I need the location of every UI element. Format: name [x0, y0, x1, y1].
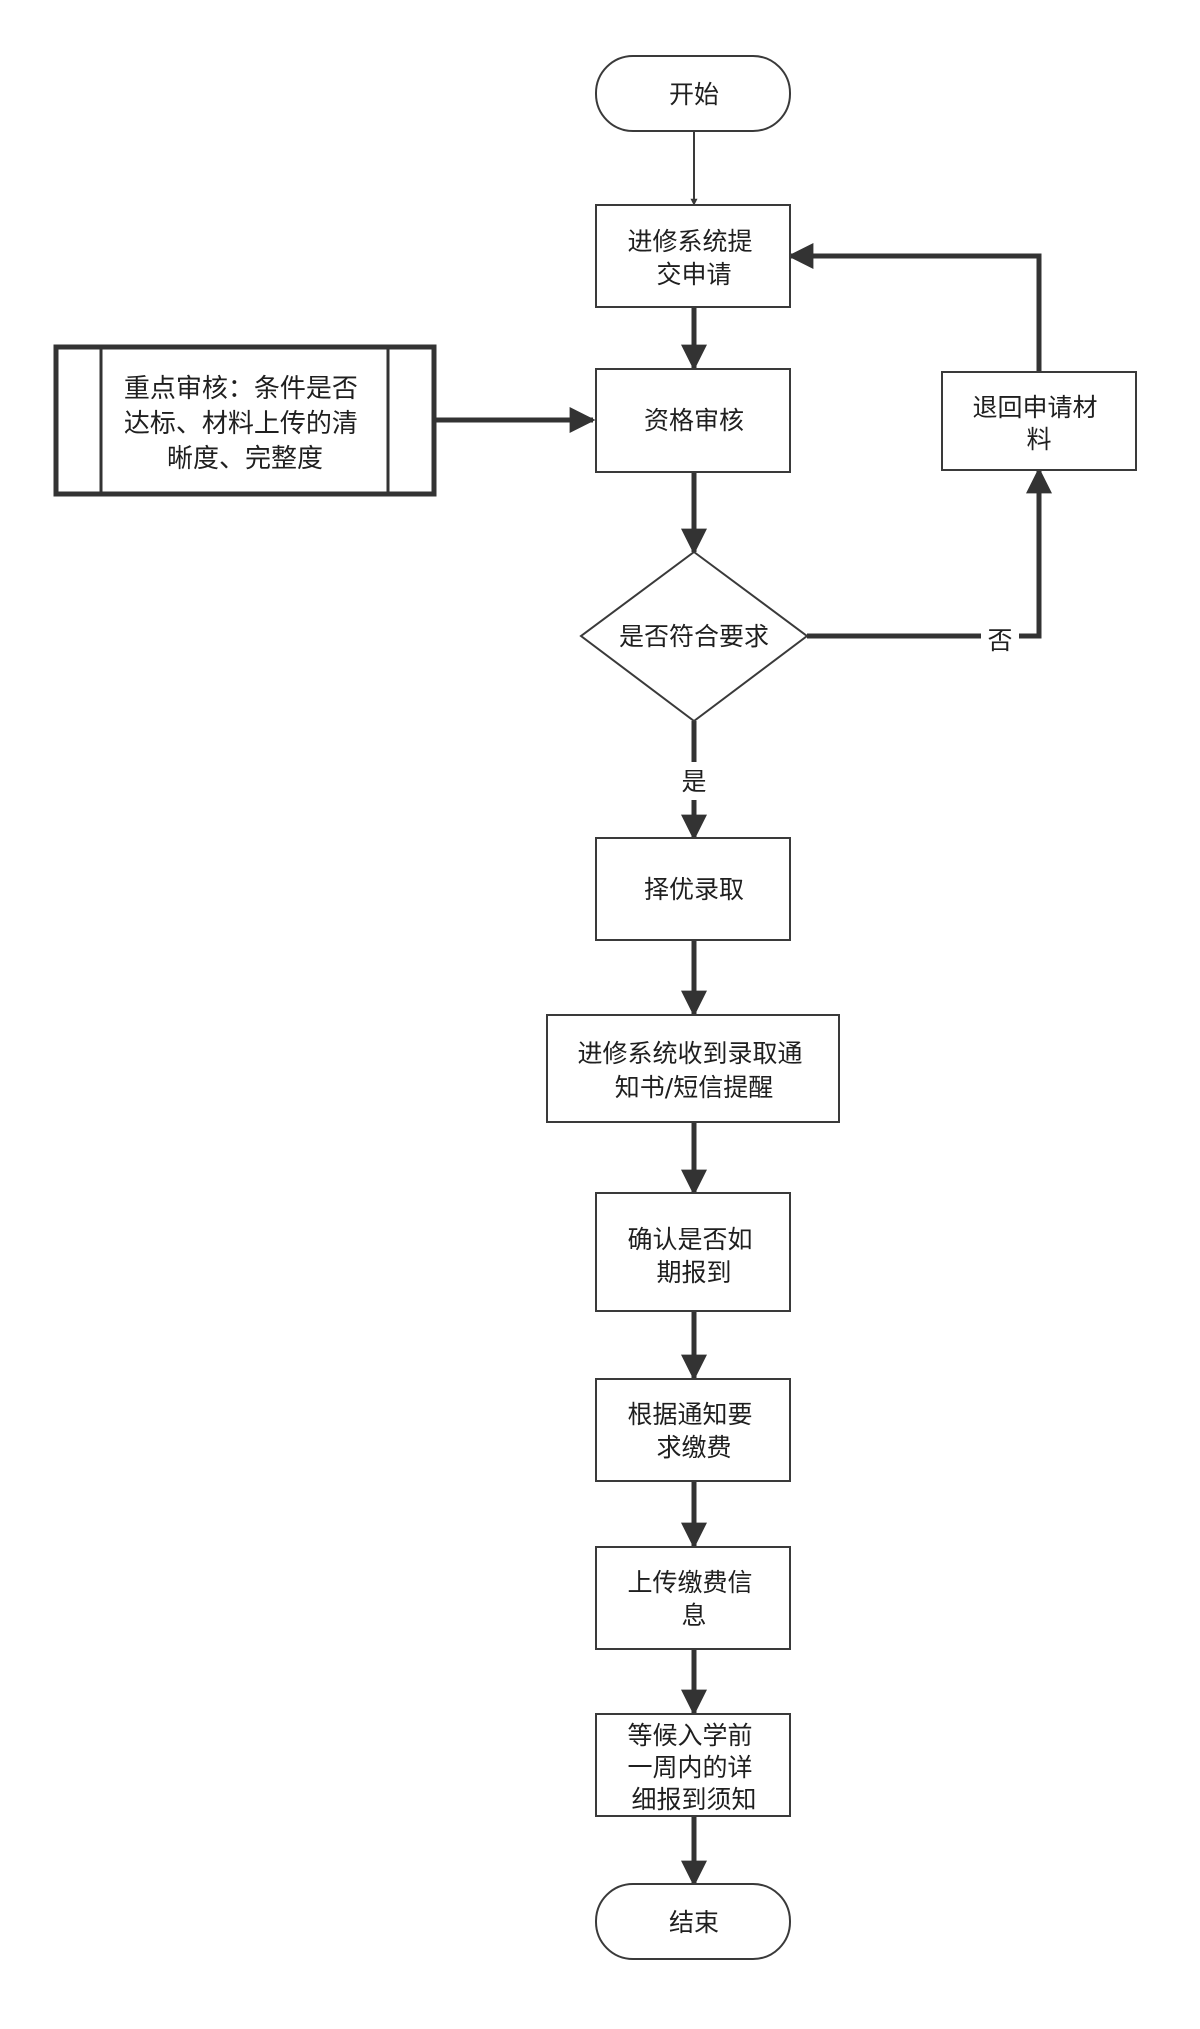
- end-node: 结束: [595, 1883, 791, 1960]
- admission-notice-node: 进修系统收到录取通 知书/短信提醒: [546, 1014, 840, 1123]
- pay-fees-node: 根据通知要 求缴费: [595, 1378, 791, 1482]
- review-focus-note: 重点审核：条件是否 达标、材料上传的清 晰度、完整度: [53, 344, 437, 497]
- await-notice-label: 等候入学前 一周内的详 细报到须知: [628, 1721, 761, 1814]
- upload-payment-label: 上传缴费信 息: [628, 1568, 761, 1630]
- qualification-review-label: 资格审核: [644, 406, 744, 435]
- review-focus-note-text: 重点审核：条件是否 达标、材料上传的清 晰度、完整度: [124, 374, 366, 474]
- confirm-report-label: 确认是否如 期报到: [628, 1225, 761, 1287]
- confirm-report-node: 确认是否如 期报到: [595, 1192, 791, 1312]
- merit-admission-label: 择优录取: [644, 875, 744, 904]
- requirements-decision-node: 是否符合要求: [579, 550, 809, 723]
- connector-return-to-submit: [787, 243, 1042, 372]
- submit-application-node: 进修系统提 交申请: [595, 204, 791, 308]
- pay-fees-label: 根据通知要 求缴费: [628, 1400, 761, 1462]
- end-label: 结束: [669, 1908, 719, 1937]
- await-notice-node: 等候入学前 一周内的详 细报到须知: [595, 1713, 791, 1817]
- connector-decision-to-return: [807, 467, 1052, 639]
- yes-branch-label: 是: [681, 767, 706, 796]
- return-materials-label: 退回申请材 料: [973, 393, 1106, 454]
- admission-notice-label: 进修系统收到录取通 知书/短信提醒: [578, 1039, 811, 1102]
- return-materials-node: 退回申请材 料: [941, 371, 1137, 471]
- submit-application-label: 进修系统提 交申请: [628, 227, 761, 289]
- requirements-decision-label: 是否符合要求: [619, 622, 769, 651]
- merit-admission-node: 择优录取: [595, 837, 791, 941]
- qualification-review-node: 资格审核: [595, 368, 791, 473]
- start-label: 开始: [669, 80, 719, 109]
- start-node: 开始: [595, 55, 791, 132]
- no-branch-label: 否: [987, 626, 1012, 655]
- upload-payment-node: 上传缴费信 息: [595, 1546, 791, 1650]
